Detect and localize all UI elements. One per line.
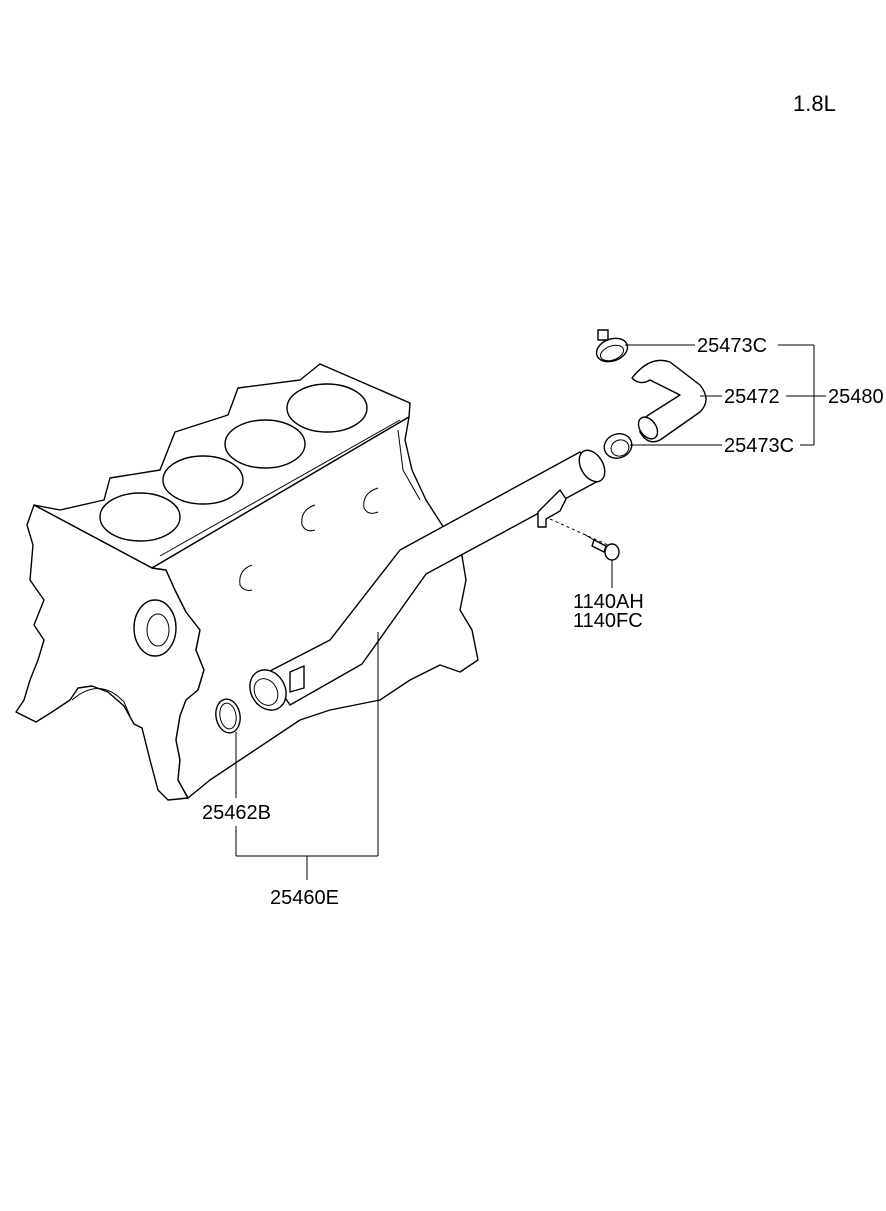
engine-variant-label: 1.8L <box>793 91 836 116</box>
hose <box>631 359 707 443</box>
label-bolt-1: 1140AH <box>573 591 644 613</box>
label-o-ring: 25462B <box>202 802 271 824</box>
label-pipe-assembly: 25460E <box>270 887 339 909</box>
hose-clamp-upper <box>595 329 629 363</box>
bolt <box>583 533 620 561</box>
leader-lines <box>235 344 826 880</box>
label-bolt-2: 1140FC <box>573 610 643 632</box>
label-clamp-lower: 25473C <box>724 435 794 457</box>
label-hose-assembly: 25480 <box>828 386 884 408</box>
label-hose: 25472 <box>724 386 780 408</box>
o-ring <box>215 698 241 734</box>
water-pipe <box>249 449 606 711</box>
label-clamp-upper: 25473C <box>697 335 767 357</box>
hose-clamp-lower <box>603 433 633 459</box>
